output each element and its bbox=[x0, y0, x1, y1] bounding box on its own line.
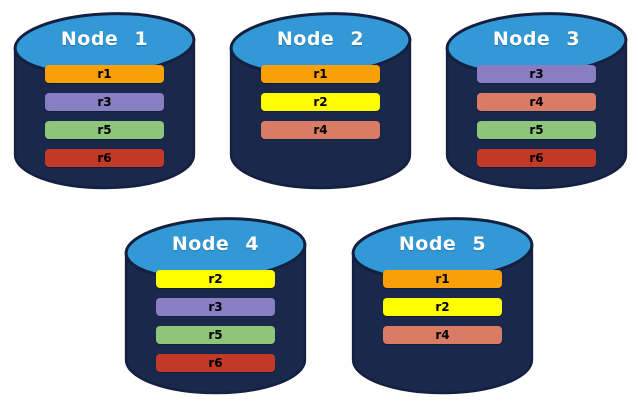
replica-label: r5 bbox=[208, 328, 223, 342]
replica-label: r3 bbox=[208, 300, 223, 314]
replica-label: r6 bbox=[208, 356, 223, 370]
database-node-4: Node 4 r2 r3 r5 r6 bbox=[123, 213, 308, 397]
node-title: Node 4 bbox=[171, 233, 260, 255]
replica-label: r1 bbox=[435, 272, 450, 286]
database-node-5: Node 5 r1 r2 r4 bbox=[350, 213, 535, 397]
replica-list: r1 r2 r4 bbox=[261, 65, 380, 139]
replica-bar-r3: r3 bbox=[477, 65, 596, 83]
replica-label: r4 bbox=[529, 95, 544, 109]
database-node-3: Node 3 r3 r4 r5 r6 bbox=[444, 8, 629, 192]
replica-label: r5 bbox=[529, 123, 544, 137]
node-title: Node 1 bbox=[60, 28, 149, 50]
replica-label: r4 bbox=[313, 123, 328, 137]
replica-label: r5 bbox=[97, 123, 112, 137]
replica-label: r3 bbox=[529, 67, 544, 81]
replica-label: r2 bbox=[313, 95, 328, 109]
replica-bar-r3: r3 bbox=[156, 298, 275, 316]
replica-bar-r2: r2 bbox=[383, 298, 502, 316]
replica-list: r2 r3 r5 r6 bbox=[156, 270, 275, 372]
replica-bar-r1: r1 bbox=[45, 65, 164, 83]
replica-label: r3 bbox=[97, 95, 112, 109]
database-node-1: Node 1 r1 r3 r5 r6 bbox=[12, 8, 197, 192]
replica-bar-r2: r2 bbox=[156, 270, 275, 288]
node-title: Node 3 bbox=[492, 28, 581, 50]
replica-bar-r4: r4 bbox=[477, 93, 596, 111]
replica-bar-r5: r5 bbox=[156, 326, 275, 344]
replica-bar-r2: r2 bbox=[261, 93, 380, 111]
replica-bar-r6: r6 bbox=[156, 354, 275, 372]
replica-bar-r1: r1 bbox=[383, 270, 502, 288]
replica-label: r6 bbox=[529, 151, 544, 165]
replica-bar-r6: r6 bbox=[477, 149, 596, 167]
node-title: Node 2 bbox=[276, 28, 365, 50]
replica-label: r4 bbox=[435, 328, 450, 342]
replica-label: r6 bbox=[97, 151, 112, 165]
replica-list: r1 r3 r5 r6 bbox=[45, 65, 164, 167]
replica-label: r2 bbox=[435, 300, 450, 314]
replica-bar-r5: r5 bbox=[477, 121, 596, 139]
replica-bar-r6: r6 bbox=[45, 149, 164, 167]
node-title: Node 5 bbox=[398, 233, 487, 255]
replica-list: r3 r4 r5 r6 bbox=[477, 65, 596, 167]
replica-bar-r4: r4 bbox=[383, 326, 502, 344]
replica-bar-r5: r5 bbox=[45, 121, 164, 139]
replica-list: r1 r2 r4 bbox=[383, 270, 502, 344]
replica-label: r1 bbox=[97, 67, 112, 81]
replica-bar-r1: r1 bbox=[261, 65, 380, 83]
replica-label: r2 bbox=[208, 272, 223, 286]
replica-bar-r4: r4 bbox=[261, 121, 380, 139]
replica-bar-r3: r3 bbox=[45, 93, 164, 111]
replica-label: r1 bbox=[313, 67, 328, 81]
database-node-2: Node 2 r1 r2 r4 bbox=[228, 8, 413, 192]
